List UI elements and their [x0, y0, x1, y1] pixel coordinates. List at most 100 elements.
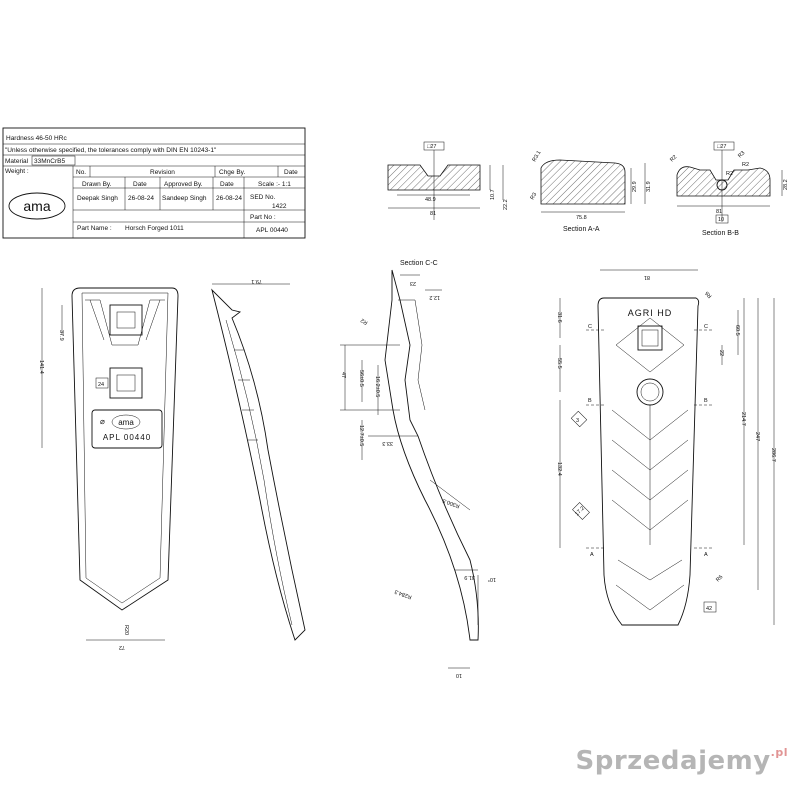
sed-no-label: SED No.	[250, 194, 275, 201]
sec-aa-dim-29-9: 29.9	[632, 181, 638, 192]
right-dim-81: 81	[644, 274, 650, 280]
sec-bb-dim-10: 10	[718, 217, 724, 223]
scale-text: Scale :- 1:1	[258, 181, 291, 188]
right-dim-42: 42	[706, 606, 712, 612]
section-mark-a-left: A	[590, 552, 594, 558]
left-dim-141-4: 141.4	[38, 360, 44, 374]
left-dim-72: 72	[119, 644, 125, 650]
side-view: 79.1	[211, 278, 306, 641]
section-mark-c-right: C	[704, 324, 708, 330]
right-dim-214-7: 214.7	[740, 412, 746, 426]
cc-dim-12-2: 12.2	[429, 294, 440, 300]
section-top-view: □27 48.9 81 10.7 22.2	[387, 141, 509, 220]
date-label-2: Date	[220, 181, 234, 188]
col-date: Date	[284, 169, 298, 176]
cc-dim-10: 10	[456, 672, 462, 678]
left-marking-part: APL 00440	[103, 433, 151, 442]
cc-dim-23: 23	[410, 280, 416, 286]
part-name: Horsch Forged 1011	[125, 225, 184, 232]
cc-dim-33-3: 33.3	[382, 440, 393, 446]
cc-dim-10deg: 10°	[488, 576, 496, 582]
cc-dim-56: 56±0.5	[358, 370, 364, 387]
cc-dim-47: 47	[340, 372, 346, 378]
drawn-date: 26-08-24	[128, 195, 154, 202]
left-dim-r20: R20	[123, 625, 129, 635]
sec-aa-dim-75-8: 75.8	[576, 215, 587, 221]
front-view-right: AGRI HD 81 R6 31.6 60.5 55.5 22 214.7 24…	[556, 269, 776, 626]
front-view-left: ama ⌀ APL 00440 37.9 141.4 24 72 R20	[38, 287, 179, 650]
watermark-suffix: .pl	[770, 746, 788, 759]
material-value: 33MnCrB5	[34, 158, 65, 165]
col-no: No.	[76, 169, 86, 176]
cc-dim-r2: R2	[360, 317, 369, 326]
side-dim-79-1: 79.1	[251, 278, 262, 284]
part-no-label: Part No :	[250, 214, 276, 221]
sec-bb-dim-81: 81	[716, 209, 722, 215]
left-dim-37-9: 37.9	[58, 330, 64, 341]
hardness-text: Hardness 46-50 HRc	[6, 135, 67, 142]
sec-bb-dim-r3: R3	[737, 150, 746, 159]
tolerance-note: "Unless otherwise specified, the toleran…	[5, 147, 217, 154]
section-mark-b-right: B	[704, 398, 708, 404]
right-dim-286-7: 286.7	[770, 448, 776, 462]
right-dim-r6-bottom: R6	[715, 574, 724, 583]
watermark-text: Sprzedajemy	[575, 746, 771, 776]
sec-top-dim-81: 81	[430, 211, 436, 217]
sec-aa-dim-r3-1: R3.1	[532, 150, 543, 163]
left-dim-24: 24	[98, 382, 104, 388]
left-marking-logo: ama	[118, 418, 134, 427]
material-label: Material	[5, 158, 29, 165]
sec-top-dim-48-9: 48.9	[425, 197, 436, 203]
right-dim-55-5: 55.5	[556, 358, 562, 369]
section-cc-view: Section C-C 23 12.2 R2 47 56±0.5 16.2±0.…	[340, 260, 496, 678]
sec-aa-dim-31-9: 31.9	[646, 181, 652, 192]
part-name-label: Part Name :	[77, 225, 112, 232]
approved-by-label: Approved By.	[164, 181, 203, 188]
sec-top-dim-22-2: 22.2	[503, 199, 509, 210]
cc-dim-r300-5: R300.5	[442, 497, 461, 509]
section-aa-view: 75.8 R3.1 R3 29.9 31.9 Section A-A	[530, 150, 652, 233]
section-bb-view: □27 R2 R3 R2 R2 28.2 81 10 Section B-B	[669, 141, 789, 237]
sec-top-dim-sq27: □27	[427, 144, 436, 150]
drawn-by-label: Drawn By.	[82, 181, 112, 188]
sec-bb-dim-r2-b: R2	[726, 171, 733, 177]
date-label: Date	[133, 181, 147, 188]
col-revision: Revision	[150, 169, 175, 176]
title-block: Hardness 46-50 HRc "Unless otherwise spe…	[2, 127, 306, 239]
sec-bb-dim-r2: R2	[669, 154, 678, 163]
right-dim-22: 22	[718, 350, 724, 356]
right-dim-60-5: 60.5	[734, 325, 740, 336]
drawn-by: Deepak Singh	[77, 195, 118, 202]
sec-bb-dim-28-2: 28.2	[783, 179, 789, 190]
section-aa-title: Section A-A	[563, 226, 600, 233]
sed-no: 1422	[272, 203, 287, 210]
section-mark-c-left: C	[588, 324, 592, 330]
ama-logo	[8, 192, 66, 220]
right-dim-132-4: 132.4	[556, 462, 562, 476]
part-no: APL 00440	[256, 227, 288, 234]
approved-date: 26-08-24	[216, 195, 242, 202]
right-dim-31-6: 31.6	[556, 312, 562, 323]
section-mark-b-left: B	[588, 398, 592, 404]
right-dim-r6: R6	[704, 290, 713, 299]
section-cc-title: Section C-C	[400, 260, 438, 267]
right-dim-247: 247	[754, 432, 760, 441]
ama-logo-text: ama	[23, 198, 50, 214]
section-bb-title: Section B-B	[702, 230, 739, 237]
sec-top-dim-10-7: 10.7	[490, 189, 496, 200]
cc-dim-31-9: 31.9	[464, 574, 475, 580]
watermark: Sprzedajemy.pl	[576, 746, 789, 776]
left-marking-symbol: ⌀	[100, 417, 105, 426]
section-mark-a-right: A	[704, 552, 708, 558]
cc-dim-12-7: 12.7±0.5	[358, 425, 364, 446]
cc-dim-16-2: 16.2±0.5	[374, 376, 380, 397]
right-dim-17-2: 17.2	[574, 506, 586, 518]
approved-by: Sandeep Singh	[162, 195, 207, 202]
cc-dim-r284-3: R284.3	[394, 588, 413, 600]
right-brand-text: AGRI HD	[628, 308, 673, 318]
sec-aa-dim-r3: R3	[530, 192, 539, 201]
col-chge-by: Chge By.	[219, 169, 245, 176]
weight-label: Weight :	[5, 168, 29, 175]
sec-bb-dim-sq27: □27	[717, 144, 726, 150]
right-dim-3: 3	[576, 418, 579, 424]
